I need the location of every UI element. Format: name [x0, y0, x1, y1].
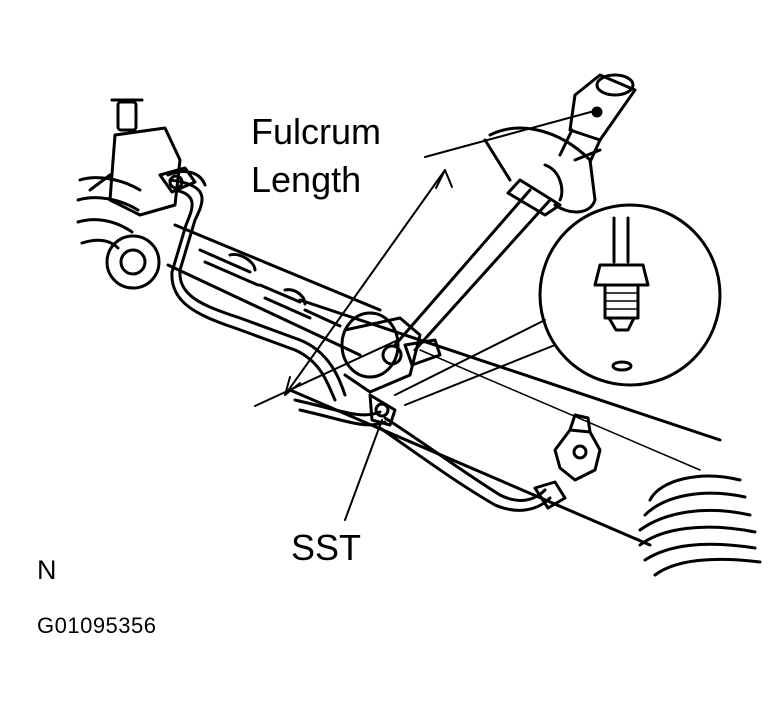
- figure-code-label: G01095356: [37, 613, 157, 638]
- rack-body: [166, 223, 382, 357]
- fulcrum-length-label-line1: Fulcrum: [251, 111, 382, 152]
- detail-magnifier: [394, 203, 722, 406]
- gear-housing: [76, 98, 197, 290]
- sst-adaptor: [340, 311, 442, 427]
- hydraulic-lines: [166, 170, 567, 512]
- sst-label: SST: [291, 527, 362, 568]
- fulcrum-length-label-line2: Length: [251, 159, 362, 200]
- view-letter-label: N: [37, 555, 57, 585]
- sst-leader-line: [344, 419, 383, 521]
- rack-housing: [288, 298, 762, 577]
- torque-tool: [393, 73, 637, 352]
- fulcrum-length-dimension: [254, 109, 599, 407]
